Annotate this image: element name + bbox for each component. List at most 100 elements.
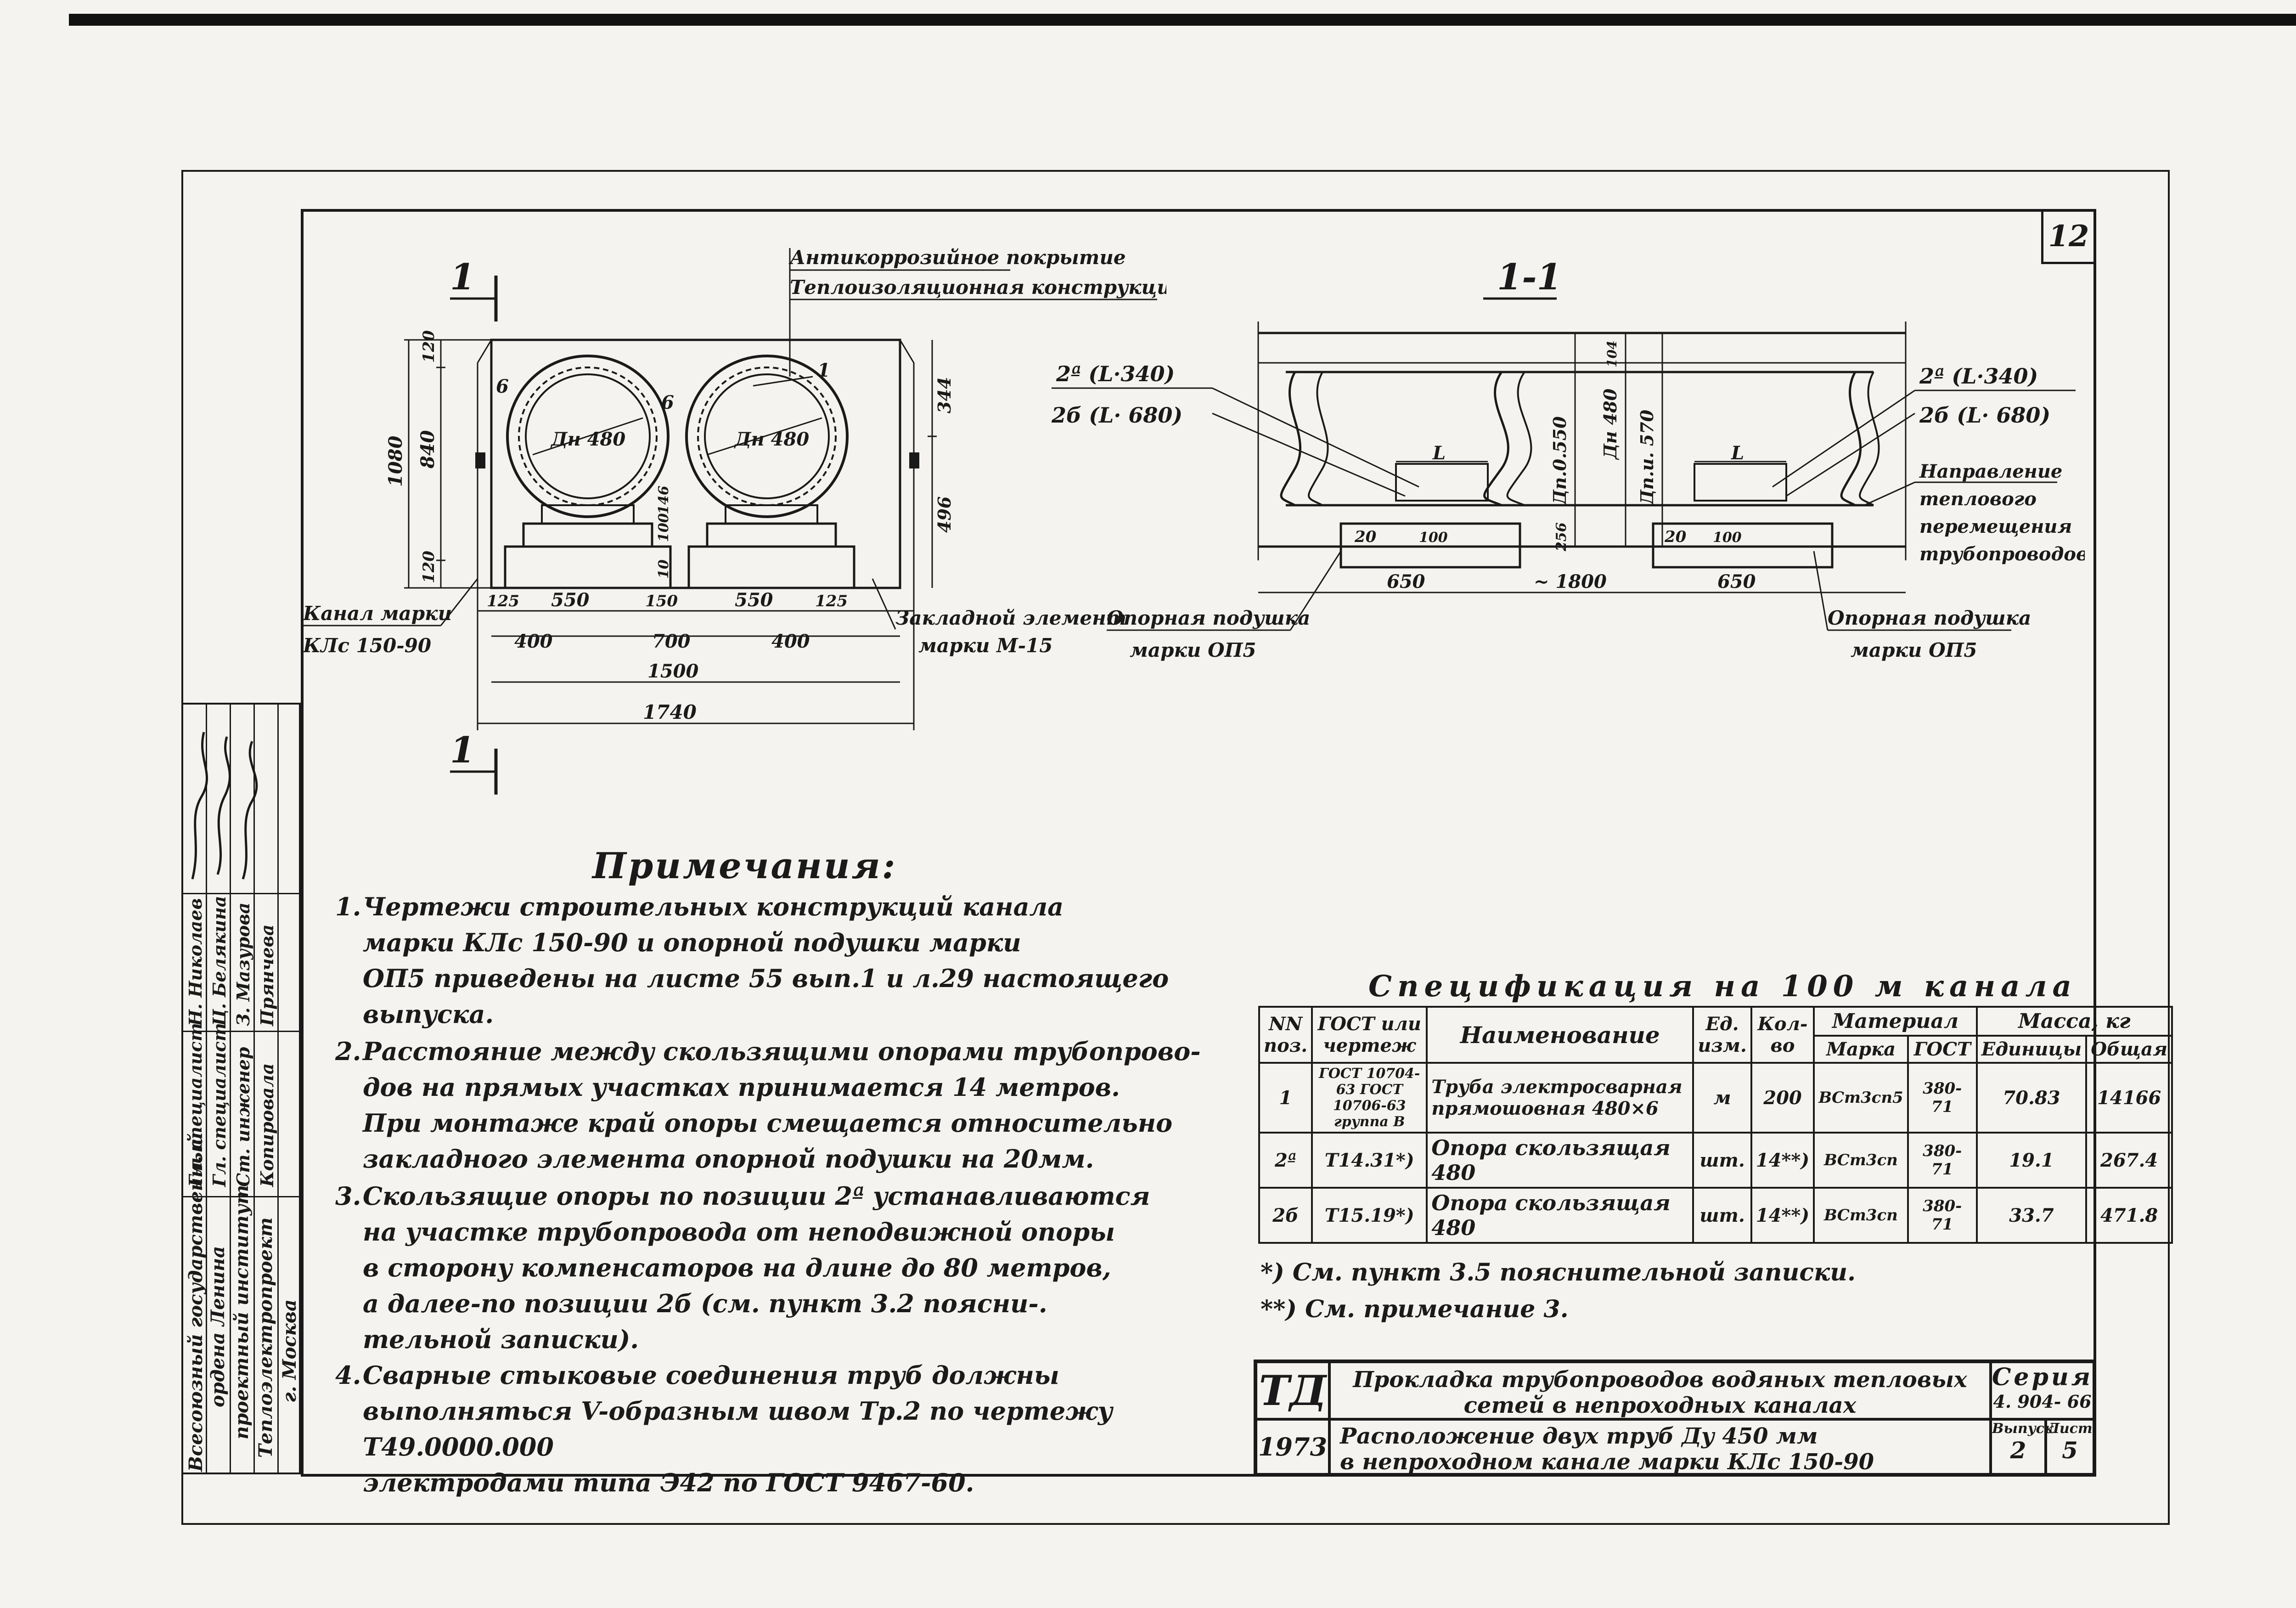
svg-text:теплового: теплового	[1919, 488, 2037, 510]
svg-text:120: 120	[420, 330, 438, 363]
svg-text:550: 550	[735, 589, 773, 611]
pipe-label-left: Дн 480	[550, 429, 625, 450]
svg-text:6: 6	[661, 392, 674, 413]
drawing-frame	[301, 209, 2096, 1477]
vertical-stamp: Всесоюзный государственный ордена Ленина…	[181, 703, 301, 1474]
svg-text:100: 100	[1713, 530, 1742, 546]
title-block: ТД 1973 Прокладка трубопроводов водяных …	[1254, 1360, 2096, 1477]
channel-mark: КЛс 150-90	[303, 634, 431, 657]
svg-text:120: 120	[420, 551, 438, 583]
stamp-name: Н. Николаев	[185, 898, 206, 1026]
signatures	[191, 732, 258, 880]
svg-text:125: 125	[487, 592, 519, 610]
note-2: 2.Расстояние между скользящими опорами т…	[335, 1037, 1201, 1174]
stamp-role: Гл. специалист	[185, 1022, 206, 1187]
stamp-col	[231, 705, 255, 1473]
channel-label: Канал марки	[303, 602, 452, 625]
series-cell: Серия 4. 904- 66	[1991, 1362, 2094, 1419]
svg-text:Дп.и. 570: Дп.и. 570	[1637, 409, 1657, 506]
svg-text:125: 125	[815, 592, 848, 610]
stamp-col	[183, 705, 207, 1473]
svg-text:344: 344	[934, 377, 955, 413]
svg-text:6: 6	[496, 376, 509, 397]
support-label-right: Опорная подушка	[1828, 607, 2031, 629]
stamp-name: З. Мазурова	[233, 902, 253, 1026]
note-1: 1.Чертежи строительных конструкций канал…	[335, 892, 1169, 1029]
svg-text:20: 20	[1354, 528, 1377, 546]
stamp-role: Ст. инженер	[233, 1047, 253, 1187]
spec-row: 2б Т15.19*) Опора скользящая 480 шт. 14*…	[1258, 1187, 2173, 1244]
svg-text:L: L	[1731, 442, 1744, 464]
sheet-number: 12	[2041, 209, 2096, 264]
right-pos-b: 2б (L· 680)	[1919, 403, 2050, 428]
svg-text:256: 256	[1553, 522, 1570, 552]
left-pos-b: 2б (L· 680)	[1051, 403, 1182, 428]
title-sub: Расположение двух труб Ду 450 мм в непро…	[1329, 1419, 1991, 1475]
stamp-org-5: г. Москва	[279, 1299, 300, 1403]
notes-title: Примечания:	[592, 845, 897, 887]
footnote-1: *) См. пункт 3.5 пояснительной записки.	[1261, 1258, 1856, 1286]
callout-insulation: Теплоизоляционная конструкция	[790, 276, 1166, 299]
support-mark-right: марки ОП5	[1851, 639, 1977, 661]
svg-text:10: 10	[656, 559, 672, 579]
svg-text:496: 496	[934, 497, 955, 533]
sheet-cell: Лист 5	[2046, 1419, 2094, 1474]
footnote-2: **) См. примечание 3.	[1261, 1295, 1569, 1323]
callout-anticorrosion: Антикоррозийное покрытие	[788, 246, 1126, 269]
stamp-role: Гл. специалист	[209, 1022, 230, 1187]
note-4: 4.Сварные стыковые соединения труб должн…	[335, 1360, 1113, 1497]
svg-text:20: 20	[1664, 528, 1687, 546]
spec-title: Спецификация на 100 м канала	[1368, 969, 2077, 1004]
svg-text:трубопроводов: трубопроводов	[1919, 543, 2085, 565]
pipe-label-right: Дн 480	[734, 429, 809, 450]
svg-text:~ 1800: ~ 1800	[1534, 571, 1607, 592]
stamp-org-4: Теплоэлектропроект	[255, 1217, 276, 1458]
longitudinal-section: 1-1 L L 20 100 20 100 Дп.0.550 Дн 480 Дп…	[1051, 256, 2085, 661]
svg-text:1080: 1080	[385, 436, 406, 487]
section-label: 1-1	[1497, 256, 1562, 298]
svg-text:перемещения: перемещения	[1919, 516, 2072, 537]
support-label-left: Опорная подушка	[1107, 607, 1310, 629]
svg-text:550: 550	[551, 589, 590, 611]
svg-text:1500: 1500	[647, 660, 698, 682]
svg-text:650: 650	[1717, 571, 1756, 592]
embed-label: Закладной элемент	[895, 607, 1126, 629]
right-pos-a: 2ª (L·340)	[1919, 364, 2038, 389]
spec-header-row: NN поз. ГОСТ или чертеж Наименование Ед.…	[1258, 1006, 2173, 1064]
td-mark: ТД	[1256, 1362, 1329, 1419]
stamp-role: Копировала	[257, 1063, 277, 1187]
spec-row: 2ª Т14.31*) Опора скользящая 480 шт. 14*…	[1258, 1132, 2173, 1189]
stamp-col	[207, 705, 231, 1473]
title-main: Прокладка трубопроводов водяных тепловых…	[1329, 1362, 1991, 1419]
svg-text:1740: 1740	[643, 701, 697, 723]
svg-text:150: 150	[645, 592, 678, 610]
support-mark-left: марки ОП5	[1130, 639, 1256, 661]
svg-text:L: L	[1432, 442, 1446, 464]
note-3: 3.Скользящие опоры по позиции 2ª устанав…	[335, 1181, 1150, 1354]
cut-label-bottom: 1	[450, 729, 475, 771]
embed-mark: марки М-15	[918, 634, 1052, 657]
issue-cell: Выпуск 2	[1991, 1419, 2054, 1474]
svg-text:1: 1	[817, 360, 830, 381]
svg-text:Дп.0.550: Дп.0.550	[1549, 416, 1570, 506]
svg-text:650: 650	[1387, 571, 1425, 592]
scan-top-edge	[69, 14, 2296, 26]
stamp-org-2: ордена Ленина	[207, 1246, 229, 1407]
svg-text:100: 100	[1419, 530, 1448, 546]
stamp-name: Прянчева	[257, 924, 277, 1026]
left-pos-a: 2ª (L·340)	[1056, 361, 1175, 386]
svg-text:400: 400	[771, 631, 810, 652]
svg-text:100: 100	[656, 513, 672, 542]
spec-table: NN поз. ГОСТ или чертеж Наименование Ед.…	[1258, 1006, 2173, 1244]
spec-row: 1 ГОСТ 10704-63 ГОСТ 10706-63 группа В Т…	[1258, 1062, 2173, 1134]
stamp-org-3: проектный институт	[231, 1185, 253, 1439]
year: 1973	[1256, 1419, 1329, 1474]
svg-text:Направление: Направление	[1919, 461, 2062, 482]
svg-text:104: 104	[1604, 341, 1620, 367]
stamp-name: Ц. Белякина	[209, 896, 230, 1026]
svg-text:Дн 480: Дн 480	[1600, 388, 1621, 460]
channel-cross-section: 1 1 Антикоррозийное покрытие Теплоизоляц…	[303, 246, 1166, 795]
svg-text:146: 146	[656, 485, 672, 514]
svg-text:400: 400	[514, 631, 553, 652]
cut-label-top: 1	[450, 256, 475, 298]
